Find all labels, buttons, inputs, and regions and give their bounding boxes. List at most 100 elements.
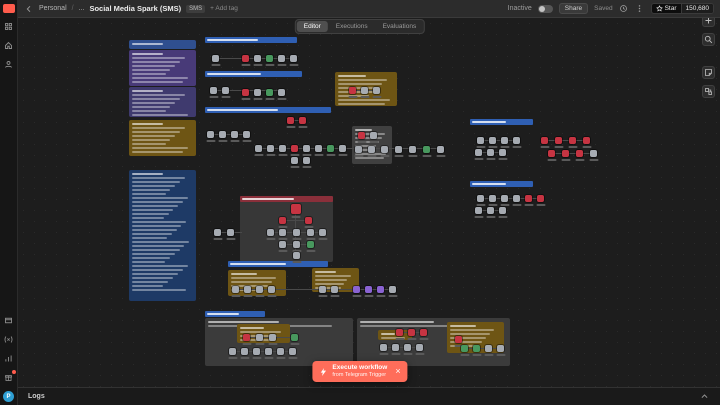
workflow-node[interactable] <box>377 286 384 293</box>
workflow-node[interactable] <box>590 150 597 157</box>
workflow-node[interactable] <box>253 348 260 355</box>
workflow-node[interactable] <box>349 87 356 94</box>
tab-executions[interactable]: Executions <box>329 21 375 32</box>
workflow-node[interactable] <box>541 137 548 144</box>
workflow-node[interactable] <box>303 157 310 164</box>
overview-icon[interactable] <box>3 21 14 32</box>
workflow-node[interactable] <box>392 344 399 351</box>
workflow-node[interactable] <box>455 336 462 343</box>
workflow-node[interactable] <box>254 55 261 62</box>
workflow-node[interactable] <box>327 145 334 152</box>
workflow-node[interactable] <box>501 195 508 202</box>
workflow-canvas[interactable] <box>18 18 720 387</box>
workflow-node[interactable] <box>331 286 338 293</box>
workflow-node[interactable] <box>279 217 286 224</box>
search-button[interactable] <box>702 33 715 46</box>
workflow-node[interactable] <box>477 195 484 202</box>
tab-evaluations[interactable]: Evaluations <box>376 21 424 32</box>
workflow-node[interactable] <box>513 195 520 202</box>
workflow-node[interactable] <box>315 145 322 152</box>
sticky-note[interactable] <box>129 50 196 86</box>
workflow-node[interactable] <box>307 241 314 248</box>
workflow-node[interactable] <box>583 137 590 144</box>
workflow-node[interactable] <box>242 55 249 62</box>
sticky-note-button[interactable] <box>702 66 715 79</box>
workflow-node[interactable] <box>475 149 482 156</box>
history-icon[interactable] <box>619 4 629 14</box>
workflow-node[interactable] <box>373 87 380 94</box>
personal-icon[interactable] <box>3 59 14 70</box>
workflow-node[interactable] <box>576 150 583 157</box>
insights-icon[interactable] <box>3 353 14 364</box>
workflow-node[interactable] <box>416 344 423 351</box>
workflow-node[interactable] <box>370 132 377 139</box>
sticky-note[interactable] <box>129 170 196 301</box>
workflow-node[interactable] <box>231 131 238 138</box>
workflow-node[interactable] <box>303 145 310 152</box>
workflow-node[interactable] <box>290 55 297 62</box>
workflow-node[interactable] <box>254 89 261 96</box>
workflow-node[interactable] <box>437 146 444 153</box>
workflow-node[interactable] <box>289 348 296 355</box>
workflow-node[interactable] <box>232 286 239 293</box>
active-toggle[interactable] <box>537 4 553 13</box>
workflow-node[interactable] <box>473 345 480 352</box>
workflow-node[interactable] <box>501 137 508 144</box>
workflow-node[interactable] <box>293 252 300 259</box>
variables-icon[interactable] <box>3 334 14 345</box>
workflow-node[interactable] <box>487 207 494 214</box>
toast-close-icon[interactable]: × <box>395 366 401 376</box>
workflow-node[interactable] <box>277 348 284 355</box>
share-button[interactable]: Share <box>558 3 589 14</box>
workflow-node[interactable] <box>487 149 494 156</box>
workflow-node[interactable] <box>499 207 506 214</box>
workflow-node[interactable] <box>361 87 368 94</box>
workflow-node[interactable] <box>485 345 492 352</box>
workflow-node[interactable] <box>569 137 576 144</box>
workflow-node[interactable] <box>229 348 236 355</box>
workflow-node[interactable] <box>353 286 360 293</box>
workflow-title[interactable]: Social Media Spark (SMS) <box>89 4 182 13</box>
logs-panel-header[interactable]: Logs <box>18 387 720 405</box>
workflow-node[interactable] <box>365 286 372 293</box>
workflow-node[interactable] <box>243 131 250 138</box>
workflow-node[interactable] <box>266 55 273 62</box>
logs-expand-icon[interactable] <box>700 392 710 402</box>
workflow-node[interactable] <box>293 241 300 248</box>
workflow-node[interactable] <box>268 286 275 293</box>
workflow-node[interactable] <box>256 334 263 341</box>
workflow-node[interactable] <box>562 150 569 157</box>
workflow-node[interactable] <box>477 137 484 144</box>
workflow-node[interactable] <box>279 229 286 236</box>
workflow-node[interactable] <box>279 145 286 152</box>
sticky-note[interactable] <box>129 87 196 117</box>
workflow-node[interactable] <box>212 55 219 62</box>
workflow-node[interactable] <box>368 146 375 153</box>
workflow-node[interactable] <box>291 334 298 341</box>
workflow-node[interactable] <box>497 345 504 352</box>
workflow-node[interactable] <box>269 334 276 341</box>
workflow-node[interactable] <box>537 195 544 202</box>
whats-new-icon[interactable] <box>3 370 16 383</box>
workflow-node[interactable] <box>265 348 272 355</box>
workflow-node[interactable] <box>243 334 250 341</box>
sticky-note[interactable] <box>129 40 196 49</box>
tab-editor[interactable]: Editor <box>296 21 328 32</box>
workflow-node[interactable] <box>291 157 298 164</box>
workflow-node[interactable] <box>278 55 285 62</box>
workflow-node[interactable] <box>287 117 294 124</box>
user-avatar[interactable]: P <box>3 391 14 402</box>
workflow-node[interactable] <box>380 344 387 351</box>
workflow-node[interactable] <box>291 204 301 214</box>
workflow-node[interactable] <box>293 229 300 236</box>
templates-icon[interactable] <box>3 315 14 326</box>
add-tag-button[interactable]: + Add tag <box>210 5 238 12</box>
workflow-node[interactable] <box>307 229 314 236</box>
workflow-node[interactable] <box>489 137 496 144</box>
workflow-node[interactable] <box>489 195 496 202</box>
workflow-node[interactable] <box>409 146 416 153</box>
workflow-node[interactable] <box>319 229 326 236</box>
workflow-node[interactable] <box>358 132 365 139</box>
sticky-note[interactable] <box>129 120 196 156</box>
workflow-node[interactable] <box>214 229 221 236</box>
